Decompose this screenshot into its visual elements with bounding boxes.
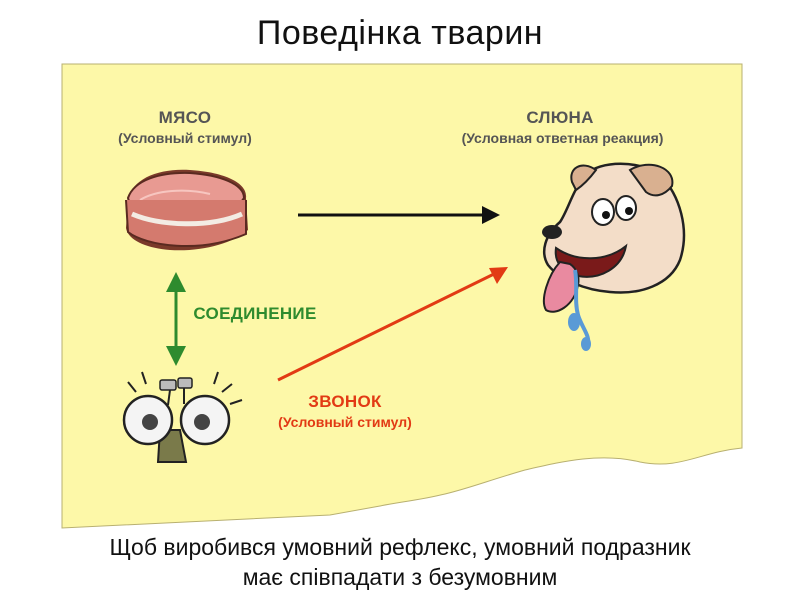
ringing-bell-face-icon xyxy=(122,371,243,463)
dog-head-icon xyxy=(542,162,686,351)
page-title: Поведінка тварин xyxy=(256,14,544,52)
meat-label: МЯСО xyxy=(158,108,212,127)
saliva-label: СЛЮНА xyxy=(526,108,594,127)
bell-to-saliva-arrow xyxy=(277,267,508,382)
caption-line-1: Щоб виробився умовний рефлекс, умовний п… xyxy=(109,534,691,560)
bell-sublabel: (Условный стимул) xyxy=(278,414,412,430)
saliva-sublabel: (Условная ответная реакция) xyxy=(461,130,664,146)
meat-steak-icon xyxy=(125,169,248,251)
meat-to-saliva-arrow xyxy=(298,206,500,224)
bell-label: ЗВОНОК xyxy=(308,392,382,411)
caption-line-2: має співпадати з безумовним xyxy=(242,564,558,590)
connection-label: СОЕДИНЕНИЕ xyxy=(193,304,317,323)
connection-double-arrow xyxy=(166,272,186,366)
caption: Щоб виробився умовний рефлекс, умовний п… xyxy=(0,532,800,592)
meat-sublabel: (Условный стимул) xyxy=(118,130,252,146)
